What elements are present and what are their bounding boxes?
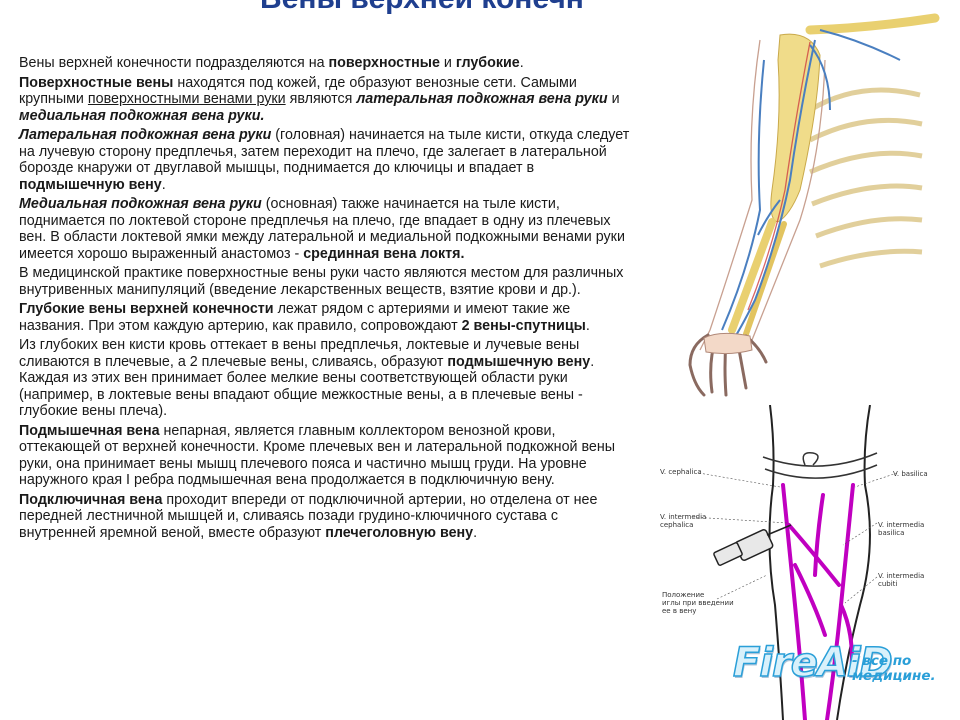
text-column: Вены верхней конечности подразделяются н… — [19, 55, 634, 544]
emphasis-text: Глубокие вены верхней конечности — [19, 301, 274, 317]
emphasis-text: Латеральная подкожная вена руки — [19, 127, 272, 143]
body-text: являются — [285, 91, 357, 107]
body-text: находятся под кожей, где образуют венозн… — [19, 74, 577, 108]
arm-veins-illustration — [688, 13, 940, 397]
body-text: (головная) начинается на тыле кисти, отк… — [19, 127, 630, 176]
slide-title: Вены верхней конечн — [260, 0, 720, 14]
body-text: проходит впереди от подключичной артерии… — [19, 491, 598, 541]
body-text: и — [439, 55, 456, 71]
emphasis-text: глубокие — [455, 55, 520, 71]
emphasis-text: Поверхностные вены — [19, 74, 174, 91]
logo-tagline: - все по медицине. — [852, 653, 936, 684]
paragraph: Вены верхней конечности подразделяются н… — [19, 55, 634, 72]
fireaid-logo: FireAiD — [732, 639, 893, 687]
label-injection-note: Положение иглы при введении ее в вену — [662, 591, 734, 615]
paragraph: Поверхностные вены находятся под кожей, … — [19, 75, 634, 125]
paragraph: Медиальная подкожная вена руки (основная… — [19, 196, 634, 262]
emphasis-text: медиальная подкожная вена руки. — [19, 107, 265, 124]
emphasis-text: Медиальная подкожная вена руки — [19, 196, 262, 212]
emphasis-text: поверхностными венами руки — [87, 91, 286, 107]
label-v-intermedia-basilica: V. intermedia basilica — [878, 521, 925, 537]
label-v-intermedia-cephalica: V. intermedia cephalica — [660, 513, 707, 529]
body-text: В медицинской практике поверхностные вен… — [19, 265, 624, 298]
label-v-intermedia-cubiti: V. intermedia cubiti — [878, 572, 925, 588]
paragraph: В медицинской практике поверхностные вен… — [19, 265, 634, 298]
emphasis-text: подмышечную вену — [447, 353, 591, 370]
cubital-fossa-veins-illustration — [692, 405, 898, 720]
emphasis-text: Подмышечная вена — [19, 422, 160, 439]
body-text: и — [607, 91, 620, 107]
emphasis-text: поверхностные — [328, 55, 440, 71]
paragraph: Из глубоких вен кисти кровь оттекает в в… — [19, 337, 634, 420]
body-text: непарная, является главным коллектором в… — [19, 422, 616, 489]
paragraph: Подключичная вена проходит впереди от по… — [19, 492, 634, 542]
label-v-basilica: V. basilica — [893, 470, 928, 478]
emphasis-text: срединная вена локтя. — [303, 245, 465, 262]
body-text: лежат рядом с артериями и имеют такие же… — [19, 301, 571, 334]
body-text: (основная) также начинается на тыле кист… — [19, 196, 625, 262]
label-v-cephalica: V. cephalica — [660, 468, 702, 476]
emphasis-text: 2 вены-спутницы — [461, 317, 586, 334]
body-text: . — [161, 176, 166, 193]
body-text: . — [585, 317, 590, 334]
body-text: Из глубоких вен кисти кровь оттекает в в… — [19, 337, 580, 370]
paragraph: Латеральная подкожная вена руки (головна… — [19, 127, 634, 193]
emphasis-text: плечеголовную вену — [325, 524, 474, 541]
emphasis-text: Подключичная вена — [19, 491, 163, 508]
emphasis-text: подмышечную вену — [19, 176, 162, 193]
paragraph: Глубокие вены верхней конечности лежат р… — [19, 301, 634, 334]
body-text: Вены верхней конечности подразделяются н… — [19, 55, 329, 71]
body-text: . — [473, 524, 478, 541]
paragraph: Подмышечная вена непарная, является глав… — [19, 423, 634, 489]
emphasis-text: латеральная подкожная вена руки — [356, 91, 608, 107]
body-text: . Каждая из этих вен принимает более мел… — [19, 353, 595, 420]
body-text: . — [519, 55, 524, 71]
